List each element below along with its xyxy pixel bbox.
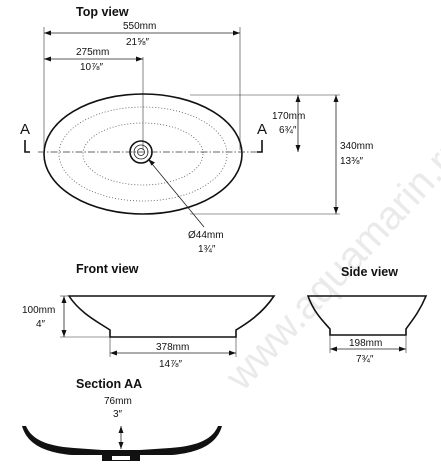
front-height-mm-label: 100mm bbox=[22, 305, 55, 316]
front-height-in-label: 4″ bbox=[36, 319, 46, 330]
section-arrow-left bbox=[24, 140, 30, 153]
section-arrow-right bbox=[257, 140, 263, 153]
width-in-label: 21⅝″ bbox=[126, 37, 149, 48]
watermark: www.aquamarin.ru bbox=[216, 126, 441, 399]
section-depth-mm-label: 76mm bbox=[104, 396, 132, 407]
section-mark-left: A bbox=[20, 121, 30, 138]
basin-inner-dotted-2 bbox=[82, 122, 204, 186]
half-width-in-label: 10⅞″ bbox=[80, 62, 103, 73]
depth-mm-label: 340mm bbox=[340, 141, 373, 152]
side-base-mm-label: 198mm bbox=[349, 338, 382, 349]
section-depth-in-label: 3″ bbox=[113, 409, 123, 420]
drain-mm-label: Ø44mm bbox=[188, 230, 224, 241]
front-view: Front view 100mm 4″ 378mm 14⅞″ bbox=[22, 262, 276, 370]
basin-outline bbox=[43, 93, 243, 215]
front-base-mm-label: 378mm bbox=[156, 342, 189, 353]
half-depth-in-label: 6¾″ bbox=[279, 125, 297, 136]
width-mm-label: 550mm bbox=[123, 21, 156, 32]
top-view-title: Top view bbox=[76, 5, 129, 19]
section-aa-title: Section AA bbox=[76, 377, 142, 391]
half-depth-mm-label: 170mm bbox=[272, 111, 305, 122]
section-body bbox=[22, 426, 222, 461]
side-view: Side view 198mm 7¾″ bbox=[306, 265, 428, 365]
front-profile bbox=[67, 295, 276, 338]
top-view: Top view 550mm 21⅝″ 275mm 10⅞″ A A bbox=[20, 5, 373, 255]
depth-in-label: 13⅜″ bbox=[340, 156, 363, 167]
front-base-in-label: 14⅞″ bbox=[159, 359, 182, 370]
basin-inner-dotted-1 bbox=[58, 106, 228, 202]
side-base-in-label: 7¾″ bbox=[356, 354, 374, 365]
section-mark-right: A bbox=[257, 121, 267, 138]
drain-in-label: 1¾″ bbox=[198, 244, 216, 255]
drain-leader bbox=[147, 158, 205, 228]
front-view-title: Front view bbox=[76, 262, 139, 276]
half-width-mm-label: 275mm bbox=[76, 47, 109, 58]
side-view-title: Side view bbox=[341, 265, 398, 279]
section-aa: Section AA 76mm 3″ bbox=[22, 377, 222, 461]
